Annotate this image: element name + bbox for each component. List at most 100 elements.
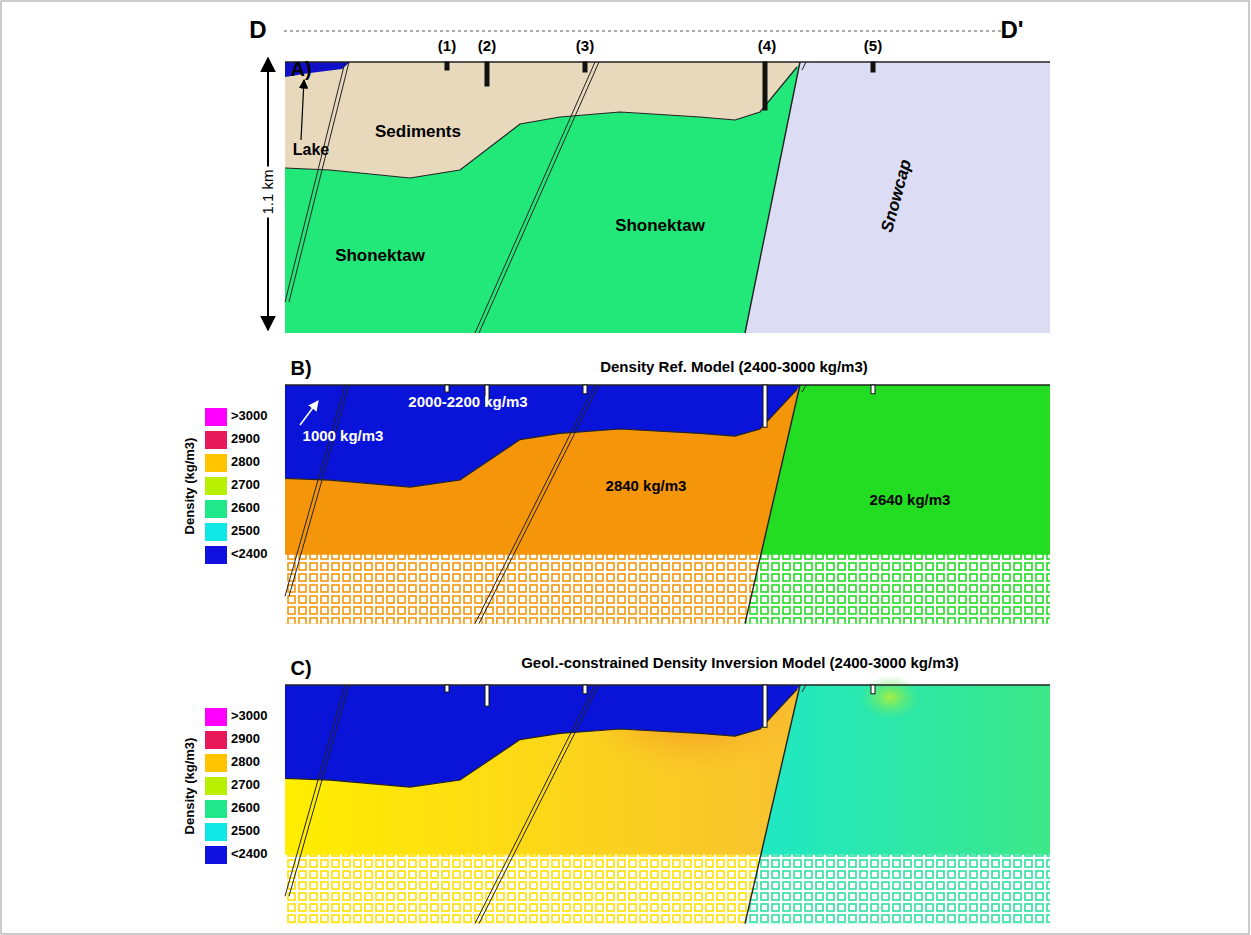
borehole: [763, 62, 767, 110]
fault-line: [475, 62, 595, 333]
contact-line: [285, 689, 797, 787]
unmodelled-zone: [745, 855, 1050, 924]
fault-line: [285, 385, 345, 596]
legend-swatch: [205, 431, 227, 449]
fault-line: [802, 62, 806, 70]
unit-label: 2000-2200 kg/m3: [408, 394, 527, 411]
ground-surface: [285, 61, 1050, 63]
unit-label: Density (kg/m3): [183, 438, 197, 535]
density-anomaly: [860, 675, 920, 719]
borehole: [763, 385, 767, 427]
legend-label: 2800: [231, 755, 260, 769]
panel-letter: A): [290, 58, 311, 80]
ground-surface: [285, 384, 1050, 386]
legend-swatch: [205, 523, 227, 541]
contact-line: [285, 389, 797, 487]
legend-swatch: [205, 500, 227, 518]
borehole: [871, 685, 875, 694]
fault-line: [475, 685, 595, 923]
legend-swatch: [205, 546, 227, 564]
snowcap-unit: [745, 62, 1050, 333]
unit-label: Lake: [293, 141, 329, 159]
panel-b: [285, 385, 1050, 623]
unit-label: 2640 kg/m3: [870, 492, 951, 509]
fault-line: [479, 62, 599, 333]
lake-body: [285, 685, 350, 698]
fault-line: [479, 685, 599, 923]
legend-label: 2700: [231, 478, 260, 492]
fault-line: [289, 385, 349, 596]
borehole: [871, 385, 875, 394]
legend-label: <2400: [231, 847, 268, 861]
sediment-unit: [285, 62, 800, 178]
legend-label: 2600: [231, 501, 260, 515]
borehole: [485, 685, 489, 706]
contact-line: [285, 67, 797, 178]
legend-label: 2600: [231, 801, 260, 815]
legend-swatch: [205, 708, 227, 726]
legend-swatch: [205, 823, 227, 841]
legend-label: <2400: [231, 547, 268, 561]
legend-label: 2700: [231, 778, 260, 792]
legend-label: 2500: [231, 824, 260, 838]
legend-swatch: [205, 800, 227, 818]
borehole: [445, 685, 449, 692]
legend-label: 2900: [231, 732, 260, 746]
callout-number: (2): [478, 38, 496, 55]
unit-label: Sediments: [375, 123, 461, 142]
unit-label: Density (kg/m3): [183, 738, 197, 835]
legend-label: 2500: [231, 524, 260, 538]
legend-swatch: [205, 731, 227, 749]
ground-surface: [285, 684, 1050, 686]
panel-a: [285, 62, 1050, 333]
fault-line: [802, 385, 806, 392]
shonektaw-unit: [285, 385, 800, 623]
legend-swatch: [205, 454, 227, 472]
borehole: [583, 62, 587, 72]
unmodelled-zone: [285, 855, 761, 924]
panel-title: Geol.-constrained Density Inversion Mode…: [521, 655, 959, 672]
borehole: [485, 62, 489, 86]
legend-label: 2800: [231, 455, 260, 469]
unit-label: 2840 kg/m3: [606, 478, 687, 495]
shonektaw-unit: [285, 685, 800, 923]
unit-label: Shonektaw: [335, 247, 425, 266]
legend-label: >3000: [231, 709, 268, 723]
borehole: [763, 685, 767, 727]
sediment-unit: [285, 385, 800, 487]
leader-arrow: [300, 401, 318, 425]
legend-swatch: [205, 846, 227, 864]
callout-number: (4): [758, 38, 776, 55]
legend-swatch: [205, 408, 227, 426]
borehole: [871, 62, 875, 72]
shonektaw-unit: [285, 62, 800, 333]
borehole: [583, 685, 587, 694]
fault-line: [479, 385, 599, 623]
panel-title: Density Ref. Model (2400-3000 kg/m3): [600, 359, 868, 376]
section-end-label: D: [249, 17, 266, 43]
fault-line: [289, 62, 349, 302]
borehole: [445, 62, 449, 70]
legend-label: 2900: [231, 432, 260, 446]
fault-line: [285, 62, 345, 302]
callout-number: (1): [438, 38, 456, 55]
legend-swatch: [205, 477, 227, 495]
contact-line: [745, 62, 800, 333]
fault-line: [802, 685, 806, 692]
contact-line: [745, 385, 800, 623]
panel-letter: B): [290, 357, 311, 379]
snowcap-unit: [745, 385, 1050, 623]
unmodelled-zone: [745, 555, 1050, 624]
contact-line: [745, 685, 800, 923]
fault-line: [289, 685, 349, 896]
section-end-label: D': [1000, 17, 1023, 43]
fault-line: [475, 385, 595, 623]
panel-letter: C): [290, 657, 311, 679]
section-line: [284, 31, 1006, 32]
borehole: [445, 385, 449, 392]
leader-arrow: [301, 80, 304, 140]
legend-label: >3000: [231, 409, 268, 423]
unit-label: Shonektaw: [615, 217, 705, 236]
lake-body: [285, 385, 350, 398]
